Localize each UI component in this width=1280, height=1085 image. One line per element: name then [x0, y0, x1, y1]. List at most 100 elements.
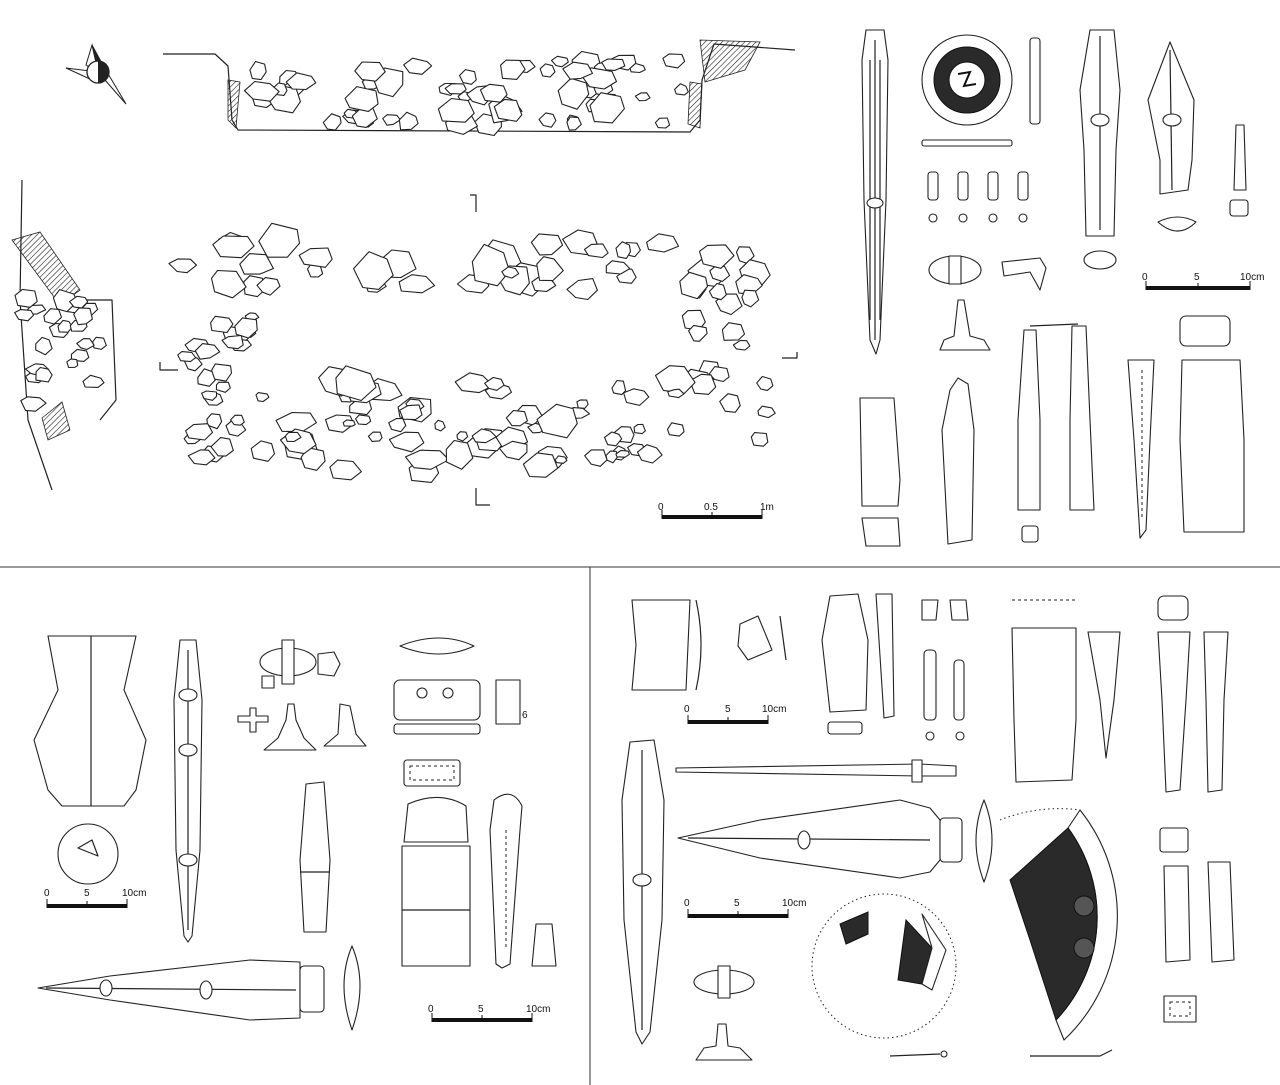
stone [76, 338, 95, 351]
stone [634, 92, 651, 102]
stone [388, 418, 407, 433]
scale-bar-bottom-right-b: 0 5 10cm [684, 898, 806, 918]
side-section [11, 179, 117, 491]
stone [458, 69, 477, 85]
iron-knife [941, 377, 975, 545]
scale-label-end: 10cm [122, 888, 146, 899]
stone [212, 235, 255, 259]
stone [210, 269, 247, 299]
stone [698, 244, 735, 269]
stone [667, 388, 685, 399]
stone [536, 256, 564, 282]
stone [732, 339, 751, 351]
stone [324, 414, 355, 433]
mirror-fragment-round [811, 893, 957, 1039]
scale-label-0: 0 [428, 1004, 434, 1015]
annotation-small-number: 6 [522, 710, 528, 721]
stone-cluster-side [14, 288, 107, 412]
small-beads-column [921, 599, 969, 741]
stone [646, 233, 680, 253]
stone [243, 275, 267, 298]
scale-label-end: 1m [760, 502, 774, 513]
stone [434, 419, 446, 432]
stone [583, 243, 609, 259]
small-chisel [1229, 124, 1249, 217]
stone [601, 58, 626, 71]
stone-knife [299, 781, 331, 933]
stone [539, 63, 556, 78]
tomb-plan-view [159, 194, 798, 506]
stone [654, 117, 671, 129]
stone [479, 83, 508, 103]
panel-dividers [0, 566, 1280, 1085]
stone [611, 379, 627, 396]
scale-label-0: 0 [1142, 272, 1148, 283]
iron-chisel-pair [1017, 323, 1095, 543]
scale-label-0: 0 [684, 898, 690, 909]
stone-cluster-elevation [243, 50, 689, 137]
stone [353, 251, 394, 290]
stone [538, 112, 557, 128]
stone [215, 381, 231, 393]
stone [284, 431, 302, 443]
stone [471, 428, 497, 444]
stone [206, 413, 223, 430]
stone [674, 83, 689, 96]
stone [285, 72, 317, 91]
stone-cluster-plan [168, 222, 776, 483]
bronze-sheet-fragment [631, 599, 787, 691]
stone [177, 351, 197, 363]
stone [708, 366, 730, 383]
stone [211, 363, 233, 382]
dagger-pommel-set [237, 639, 367, 751]
mirror-fragment-arc [999, 808, 1118, 1057]
stone [398, 111, 419, 131]
stone [73, 307, 93, 326]
stone [636, 444, 663, 464]
scale-label-mid: 5 [478, 1004, 484, 1015]
stone [721, 322, 746, 341]
stone [741, 289, 760, 308]
stone [210, 437, 234, 457]
bronze-mirror [921, 34, 1041, 147]
stone [187, 449, 216, 466]
spearhead-large [1079, 29, 1121, 270]
stone [43, 308, 63, 325]
scale-label-end: 10cm [782, 898, 806, 909]
stone [756, 375, 774, 391]
stone [399, 404, 423, 421]
whetstone [859, 397, 901, 547]
pottery-jar [33, 635, 147, 885]
stone [35, 336, 53, 356]
spearhead-socketed [1147, 41, 1197, 232]
stone [750, 432, 769, 447]
bronze-belt-fittings: 6 [393, 637, 557, 969]
stone [234, 317, 258, 339]
stone [14, 309, 35, 322]
stone [566, 116, 582, 131]
dagger-pommel-fittings [928, 255, 1047, 351]
scale-label-mid: 5 [84, 888, 90, 899]
scale-bar-bottom-left-a: 0 5 10cm [44, 888, 146, 908]
stone [654, 365, 696, 394]
stone [185, 423, 214, 441]
stone [536, 403, 578, 439]
stone [562, 61, 594, 80]
stone [603, 431, 623, 447]
stone [335, 365, 377, 402]
stone [616, 268, 637, 284]
bronze-dagger-long-vertical [621, 739, 665, 1045]
stone [329, 459, 362, 481]
tomb-plan-panel: 0 0.5 1m [11, 39, 798, 519]
stone [298, 247, 333, 268]
scale-label-mid: 5 [734, 898, 740, 909]
stone [456, 431, 469, 442]
stone [250, 440, 276, 462]
stone [388, 431, 425, 453]
stone [550, 55, 569, 68]
stone [230, 414, 245, 426]
stone [566, 278, 598, 301]
stone [398, 274, 436, 294]
stone [444, 83, 467, 95]
stone [221, 334, 244, 350]
